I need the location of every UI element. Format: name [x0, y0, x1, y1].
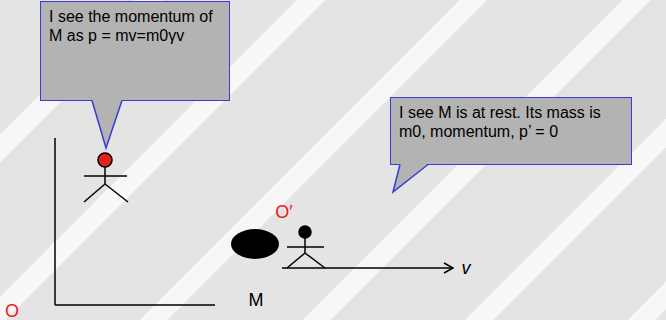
axis-line — [54, 138, 56, 305]
observer-label: O — [5, 302, 19, 320]
axis-line — [55, 304, 215, 306]
speech-bubble: I see the momentum of M as p = mv=m0γv — [40, 1, 230, 101]
callout-tail-outline — [92, 101, 122, 149]
arrow-head — [444, 263, 453, 273]
velocity-label: v — [462, 259, 471, 277]
bubble-text: I see the momentum of M as p = mv=m0γv — [49, 7, 221, 45]
callout-tail — [92, 100, 122, 149]
callout-tail — [393, 164, 428, 193]
stick-figure — [287, 226, 325, 268]
speech-bubble: I see M is at rest. Its mass is m0, mome… — [390, 97, 632, 165]
callout-tail-outline — [393, 165, 428, 193]
velocity-arrow — [282, 267, 452, 269]
bubble-text: I see M is at rest. Its mass is m0, mome… — [399, 103, 623, 141]
observer-label: O′ — [275, 203, 292, 221]
mass-body — [231, 229, 279, 259]
stick-figure — [84, 153, 128, 202]
mass-label: M — [249, 291, 264, 309]
